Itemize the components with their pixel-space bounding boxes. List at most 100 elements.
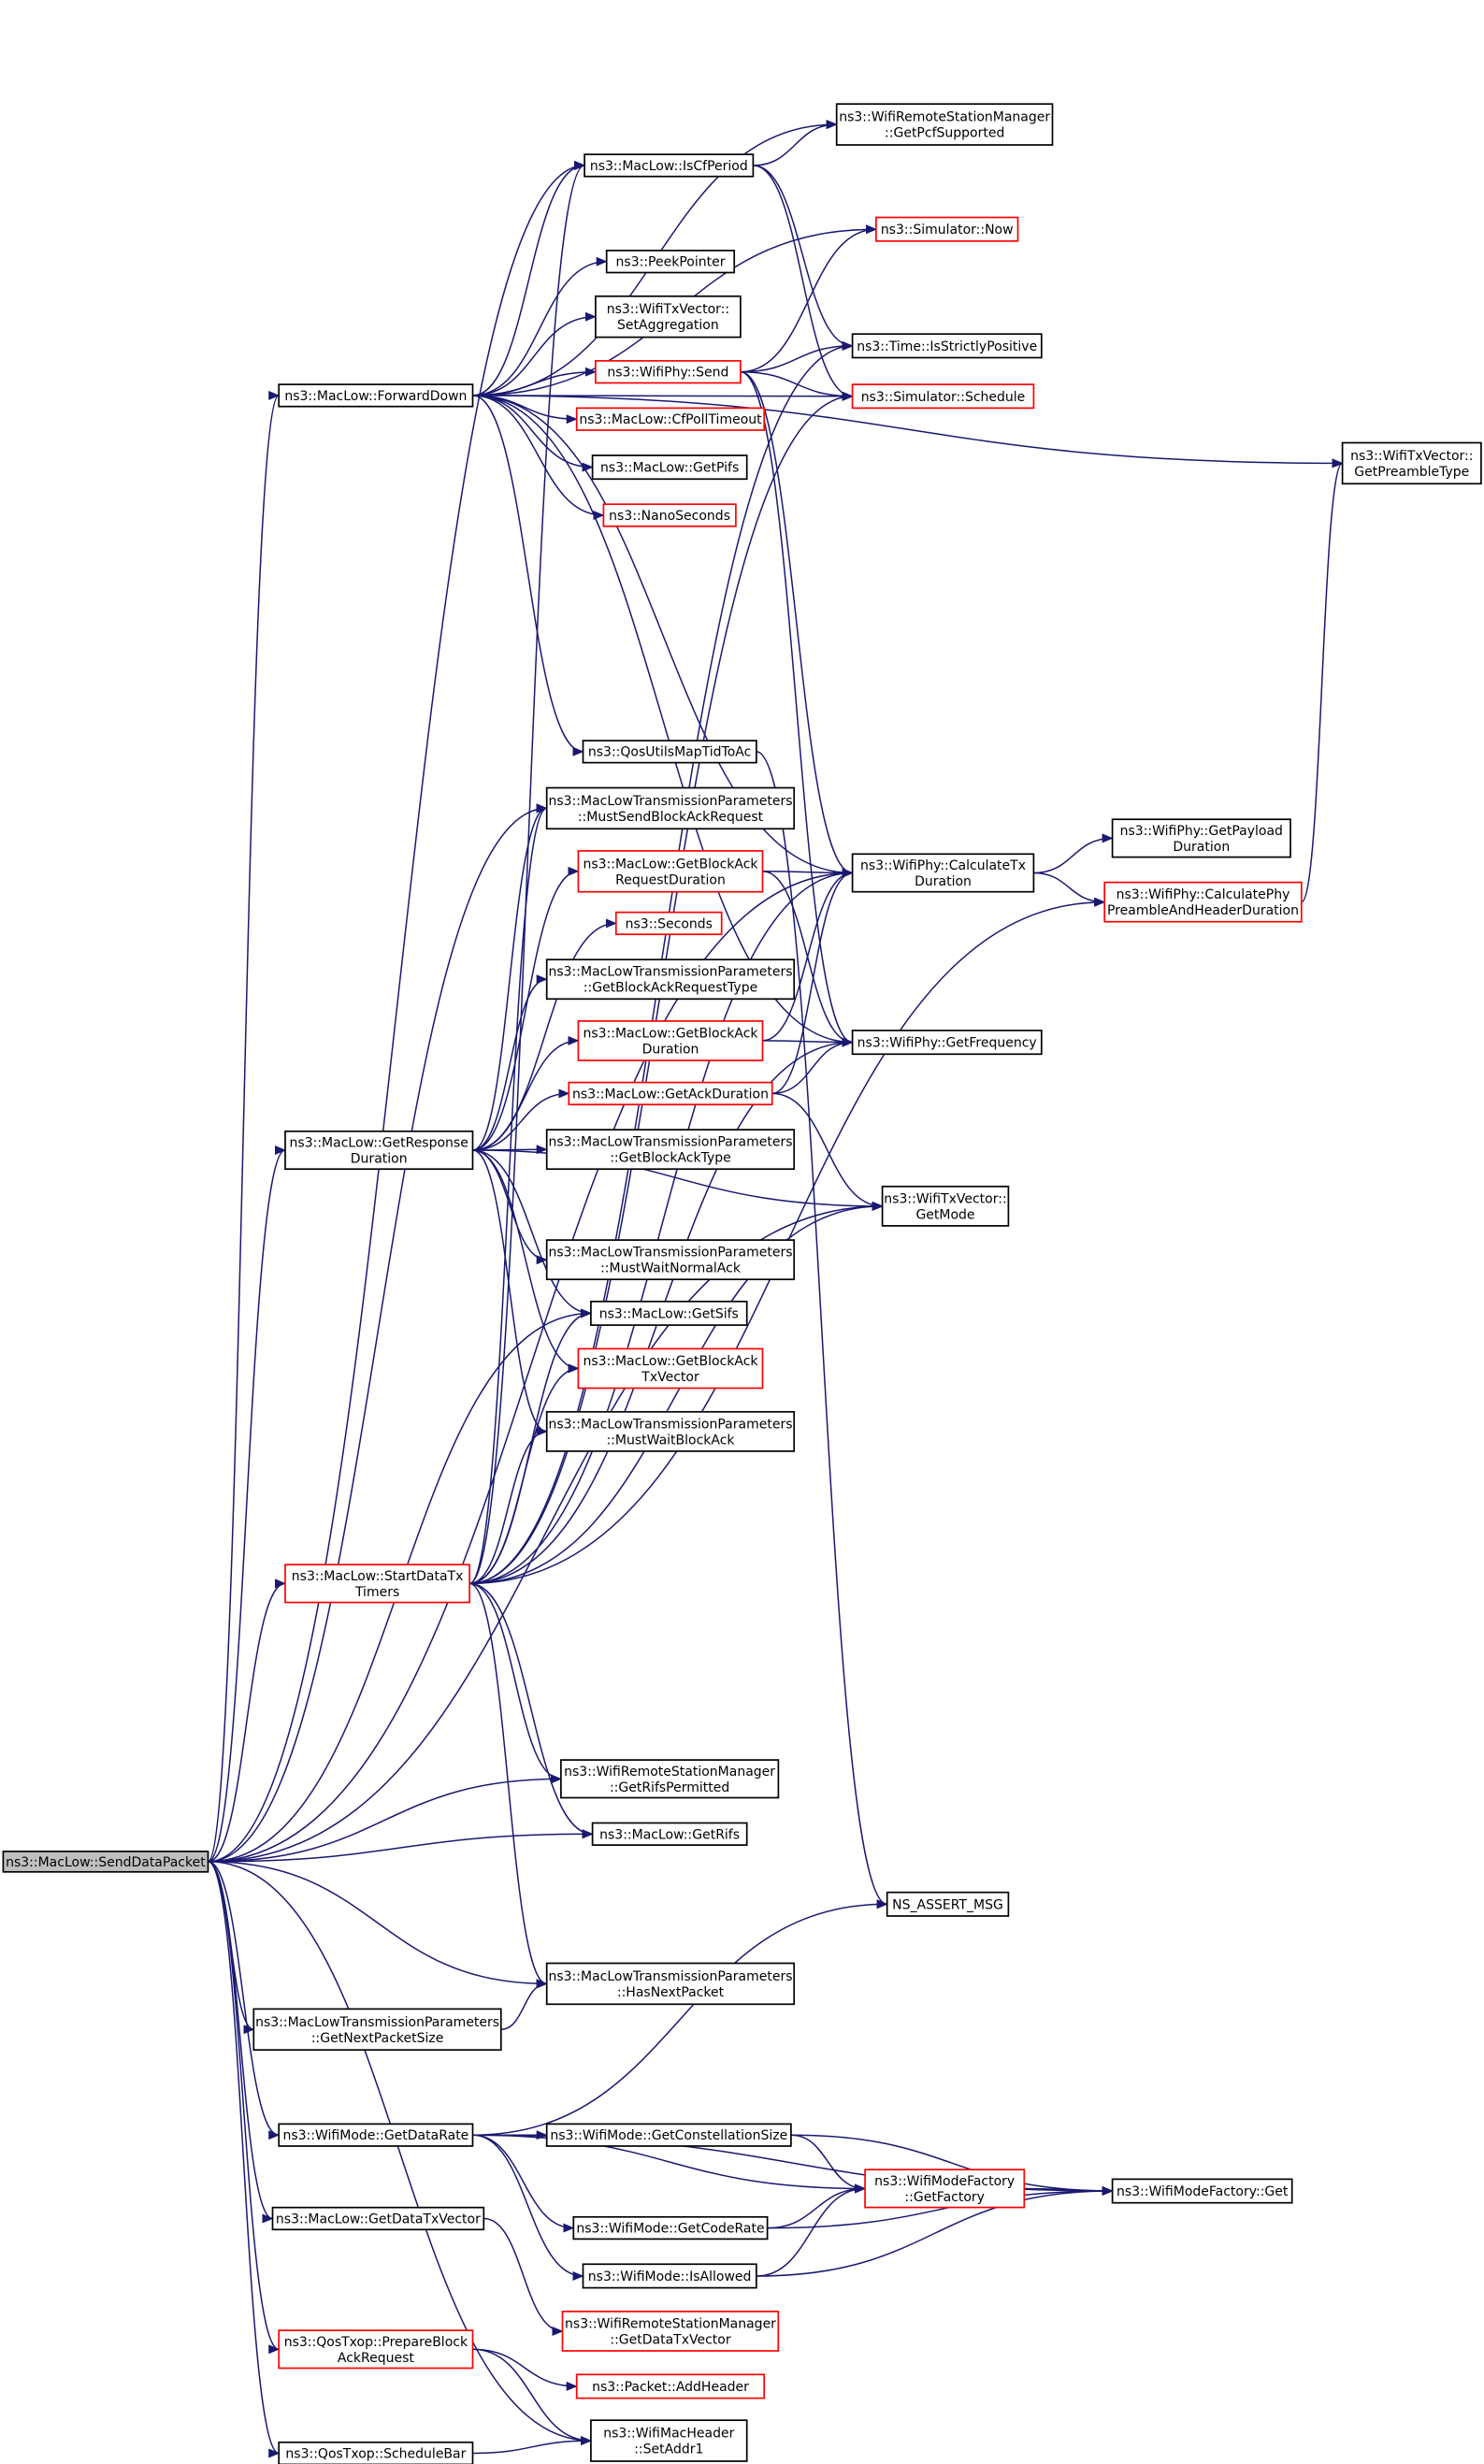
edge-prepare-block-ack-request-to-set-addr1 [472, 2348, 592, 2446]
node-get-ba-type[interactable]: ns3::MacLowTransmissionParameters::GetBl… [545, 1129, 796, 1171]
edge-get-next-packet-size-to-has-next-packet [500, 1979, 548, 2031]
node-packet-add-header[interactable]: ns3::Packet::AddHeader [575, 2373, 766, 2399]
node-label: ::MustSendBlockAckRequest [578, 810, 764, 825]
edge-get-response-duration-to-get-bar-duration [472, 866, 580, 1151]
node-set-aggregation[interactable]: ns3::WifiTxVector::SetAggregation [595, 295, 742, 339]
node-label: ns3::WifiTxVector:: [884, 1191, 1006, 1206]
node-has-next-packet[interactable]: ns3::MacLowTransmissionParameters::HasNe… [545, 1962, 796, 2006]
node-label: ns3::WifiPhy::Send [607, 366, 728, 381]
node-time-is-strictly-positive[interactable]: ns3::Time::IsStrictlyPositive [851, 333, 1043, 359]
edge-schedule-bar-to-set-addr1 [472, 2436, 592, 2455]
edge-is-allowed-to-wifi-mode-factory-get-factory [756, 2183, 867, 2277]
node-label: ns3::WifiTxVector:: [1350, 449, 1473, 464]
node-get-code-rate[interactable]: ns3::WifiMode::GetCodeRate [572, 2215, 769, 2241]
node-peek-pointer[interactable]: ns3::PeekPointer [605, 250, 736, 274]
edge-get-constellation-size-to-wifi-mode-factory-get [790, 2134, 1114, 2196]
node-must-wait-normal-ack[interactable]: ns3::MacLowTransmissionParameters::MustW… [545, 1239, 796, 1281]
node-get-rifs-permitted[interactable]: ns3::WifiRemoteStationManager::GetRifsPe… [560, 1759, 780, 1799]
edge-get-response-duration-to-must-send-bar [472, 803, 548, 1151]
node-get-pcf-supported[interactable]: ns3::WifiRemoteStationManager::GetPcfSup… [835, 103, 1054, 146]
node-wifi-mode-factory-get-factory[interactable]: ns3::WifiModeFactory::GetFactory [864, 2169, 1026, 2209]
node-get-pifs[interactable]: ns3::MacLow::GetPifs [591, 454, 748, 481]
node-label: AckRequest [338, 2351, 415, 2366]
node-nano-seconds[interactable]: ns3::NanoSeconds [602, 503, 737, 527]
node-label: RequestDuration [615, 872, 726, 887]
node-send-data-packet[interactable]: ns3::MacLow::SendDataPacket [2, 1851, 209, 1873]
node-label: ns3::QosUtilsMapTidToAc [588, 745, 751, 760]
edge-start-data-tx-timers-to-calculate-tx-duration [469, 868, 854, 1585]
edge-forward-down-to-peek-pointer [472, 256, 608, 396]
edge-prepare-block-ack-request-to-packet-add-header [472, 2348, 578, 2391]
edge-wifimode-get-data-rate-to-wifi-mode-factory-get-factory [472, 2134, 867, 2194]
node-forward-down[interactable]: ns3::MacLow::ForwardDown [278, 383, 474, 408]
node-label: ::MustWaitBlockAck [606, 1433, 735, 1448]
node-must-wait-block-ack[interactable]: ns3::MacLowTransmissionParameters::MustW… [545, 1410, 796, 1452]
node-label: ns3::MacLow::GetBlockAck [583, 857, 758, 872]
node-seconds[interactable]: ns3::Seconds [614, 911, 723, 936]
node-label: ns3::WifiMode::IsAllowed [588, 2269, 752, 2284]
node-must-send-bar[interactable]: ns3::MacLowTransmissionParameters::MustS… [545, 786, 796, 830]
edge-send-data-packet-to-must-send-bar [208, 803, 548, 1863]
edge-get-response-duration-to-get-ack-duration [472, 1088, 570, 1151]
edge-is-cf-period-to-get-pcf-supported [753, 120, 838, 166]
node-ns-assert-msg[interactable]: NS_ASSERT_MSG [886, 1891, 1010, 1917]
node-wifiphy-send[interactable]: ns3::WifiPhy::Send [595, 360, 742, 384]
node-label: ns3::WifiPhy::CalculateTx [860, 858, 1026, 873]
node-get-frequency[interactable]: ns3::WifiPhy::GetFrequency [851, 1030, 1043, 1056]
edge-start-data-tx-timers-to-get-rifs-permitted [469, 1582, 562, 1784]
node-tx-vector-get-mode[interactable]: ns3::WifiTxVector::GetMode [881, 1185, 1010, 1227]
node-label: ns3::WifiModeFactory [874, 2174, 1015, 2189]
node-rsm-get-data-tx-vector[interactable]: ns3::WifiRemoteStationManager::GetDataTx… [561, 2311, 780, 2352]
edge-get-response-duration-to-get-bar-type [472, 974, 548, 1151]
node-simulator-now[interactable]: ns3::Simulator::Now [875, 216, 1019, 242]
node-calculate-phy-preamble[interactable]: ns3::WifiPhy::CalculatePhyPreambleAndHea… [1103, 881, 1303, 923]
node-label: ns3::WifiMode::GetConstellationSize [550, 2128, 787, 2143]
edge-get-ack-duration-to-calculate-tx-duration [771, 868, 854, 1095]
edge-send-data-packet-to-forward-down [207, 391, 281, 1863]
node-label: Duration [642, 1042, 699, 1057]
node-set-addr1[interactable]: ns3::WifiMacHeader::SetAddr1 [590, 2419, 748, 2462]
node-cf-poll-timeout[interactable]: ns3::MacLow::CfPollTimeout [575, 407, 766, 431]
node-get-constellation-size[interactable]: ns3::WifiMode::GetConstellationSize [545, 2123, 792, 2147]
edge-start-data-tx-timers-to-must-wait-block-ack [469, 1426, 548, 1585]
node-label: ns3::WifiRemoteStationManager [839, 110, 1050, 125]
node-label: ::GetFactory [904, 2190, 985, 2205]
edge-calculate-phy-preamble-to-get-preamble-type [1301, 458, 1344, 903]
node-label: ns3::NanoSeconds [609, 509, 730, 524]
node-qos-utils-map[interactable]: ns3::QosUtilsMapTidToAc [582, 740, 757, 764]
node-wifimode-get-data-rate[interactable]: ns3::WifiMode::GetDataRate [278, 2123, 474, 2147]
edge-send-data-packet-to-wifimode-get-data-rate [208, 1861, 281, 2140]
node-get-bar-type[interactable]: ns3::MacLowTransmissionParameters::GetBl… [545, 958, 796, 1001]
node-label: ::GetBlockAckType [610, 1151, 731, 1166]
node-is-cf-period[interactable]: ns3::MacLow::IsCfPeriod [584, 153, 755, 178]
node-simulator-schedule[interactable]: ns3::Simulator::Schedule [851, 383, 1035, 410]
node-get-sifs[interactable]: ns3::MacLow::GetSifs [590, 1300, 748, 1326]
node-wifi-mode-factory-get[interactable]: ns3::WifiModeFactory::Get [1111, 2178, 1293, 2204]
node-is-allowed[interactable]: ns3::WifiMode::IsAllowed [582, 2263, 757, 2289]
edge-get-ba-duration-to-calculate-tx-duration [762, 868, 854, 1042]
edge-wifiphy-send-to-time-is-strictly-positive [740, 340, 854, 373]
node-label: GetMode [915, 1207, 974, 1222]
node-label: ns3::WifiMode::GetDataRate [282, 2128, 468, 2143]
node-label: ns3::MacLow::CfPollTimeout [579, 412, 762, 427]
node-label: ns3::MacLow::GetBlockAck [583, 1354, 758, 1369]
node-get-rifs[interactable]: ns3::MacLow::GetRifs [591, 1822, 748, 1846]
node-label: GetPreambleType [1354, 465, 1469, 480]
edge-send-data-packet-to-get-data-tx-vector [208, 1861, 274, 2224]
node-schedule-bar[interactable]: ns3::QosTxop::ScheduleBar [278, 2441, 474, 2464]
edge-get-bar-duration-to-calculate-tx-duration [762, 868, 854, 878]
node-label: ns3::QosTxop::ScheduleBar [285, 2447, 466, 2462]
node-get-data-tx-vector[interactable]: ns3::MacLow::GetDataTxVector [271, 2206, 485, 2231]
node-get-ack-duration[interactable]: ns3::MacLow::GetAckDuration [568, 1081, 773, 1106]
node-get-preamble-type[interactable]: ns3::WifiTxVector::GetPreambleType [1341, 441, 1482, 485]
call-nodes: ns3::MacLow::SendDataPacketns3::MacLow::… [2, 103, 1482, 2464]
node-get-next-packet-size[interactable]: ns3::MacLowTransmissionParameters::GetNe… [252, 2008, 502, 2052]
